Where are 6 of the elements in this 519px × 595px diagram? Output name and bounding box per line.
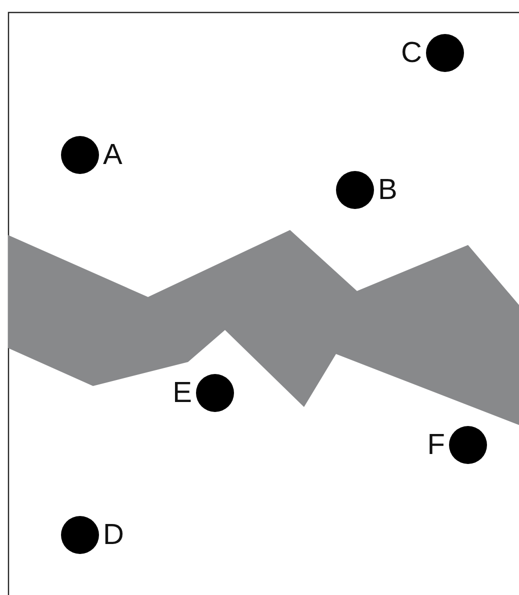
point-label: D [103,518,124,552]
point-label: E [172,376,192,410]
point-label: C [401,36,422,70]
point-label: A [103,138,122,172]
point-label: F [427,428,445,462]
point-label: B [378,173,398,207]
